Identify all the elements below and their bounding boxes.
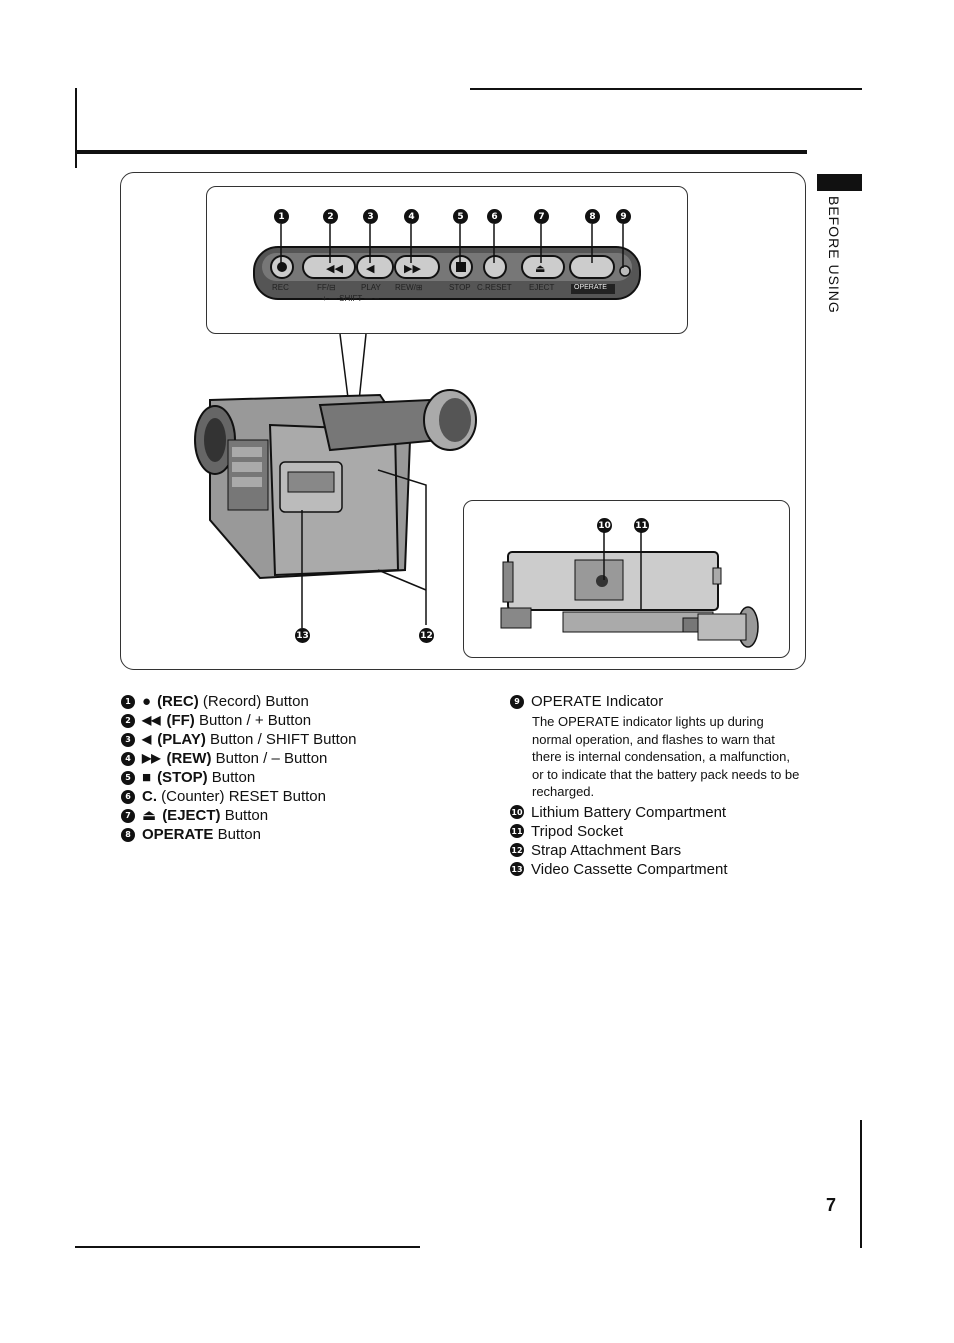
- rewind-icon: ▶▶: [142, 751, 161, 765]
- record-dot-icon: ●: [142, 693, 152, 710]
- camera-illustration: ◀◀ ◀ ▶▶ ⏏: [194, 224, 641, 628]
- controls-list-left: 1●(REC) (Record) Button 2◀◀(FF) Button /…: [121, 692, 357, 844]
- operate-indicator-shape: [619, 265, 631, 277]
- callout-12: 12: [419, 628, 434, 643]
- callout-8: 8: [585, 209, 600, 224]
- operate-indicator-description: The OPERATE indicator lights up during n…: [532, 714, 800, 799]
- callout-1: 1: [274, 209, 289, 224]
- callout-7: 7: [534, 209, 549, 224]
- header-thin-rule: [470, 88, 862, 90]
- label-rew: REW/⊞: [395, 283, 423, 292]
- svg-text:◀: ◀: [366, 262, 375, 275]
- play-button-shape: [356, 255, 394, 279]
- callout-6: 6: [487, 209, 502, 224]
- footer-rule: [75, 1246, 420, 1248]
- label-play: PLAY: [361, 283, 381, 292]
- fast-forward-icon: ◀◀: [142, 713, 161, 727]
- svg-text:▶▶: ▶▶: [404, 262, 421, 275]
- section-tab-marker: [817, 174, 862, 191]
- stop-square-icon: ■: [142, 769, 152, 786]
- list-item: 3◀(PLAY) Button / SHIFT Button: [121, 730, 357, 749]
- label-eject: EJECT: [529, 283, 555, 292]
- callout-2: 2: [323, 209, 338, 224]
- label-stop: STOP: [449, 283, 471, 292]
- list-item: 2◀◀(FF) Button / + Button: [121, 711, 357, 730]
- callout-3: 3: [363, 209, 378, 224]
- callout-5: 5: [453, 209, 468, 224]
- callout-4: 4: [404, 209, 419, 224]
- svg-text:◀◀: ◀◀: [326, 262, 343, 275]
- list-item: 4▶▶(REW) Button / – Button: [121, 749, 357, 768]
- svg-text:⏏: ⏏: [535, 262, 545, 275]
- label-shift: + — SHIFT — –: [322, 294, 379, 303]
- figure-frame: [120, 172, 806, 670]
- label-operate: OPERATE: [574, 284, 607, 291]
- callout-10: 10: [597, 518, 612, 533]
- camcorder-body-drawing: [194, 389, 477, 628]
- list-item: 1●(REC) (Record) Button: [121, 692, 357, 711]
- page-number: 7: [826, 1195, 837, 1215]
- section-title-vertical: BEFORE USING: [826, 196, 842, 314]
- label-ff: FF/⊟: [317, 283, 336, 292]
- play-icon: ◀: [142, 732, 152, 746]
- list-item: 5■(STOP) Button: [121, 768, 357, 787]
- rew-button-shape: [394, 255, 440, 279]
- counter-reset-button-shape: [483, 255, 507, 279]
- eject-icon: ⏏: [142, 807, 157, 824]
- callout-11: 11: [634, 518, 649, 533]
- camcorder-underside-drawing: [500, 532, 759, 648]
- callout-9: 9: [616, 209, 631, 224]
- label-creset: C.RESET: [477, 283, 512, 292]
- header-vertical-rule: [75, 88, 77, 168]
- header-thick-rule: [75, 150, 807, 154]
- right-margin-rule: [860, 1120, 862, 1248]
- list-item: 7⏏(EJECT) Button: [121, 806, 357, 825]
- eject-button-shape: [521, 255, 565, 279]
- label-rec: REC: [272, 283, 289, 292]
- ff-button-shape: [302, 255, 356, 279]
- callout-13: 13: [295, 628, 310, 643]
